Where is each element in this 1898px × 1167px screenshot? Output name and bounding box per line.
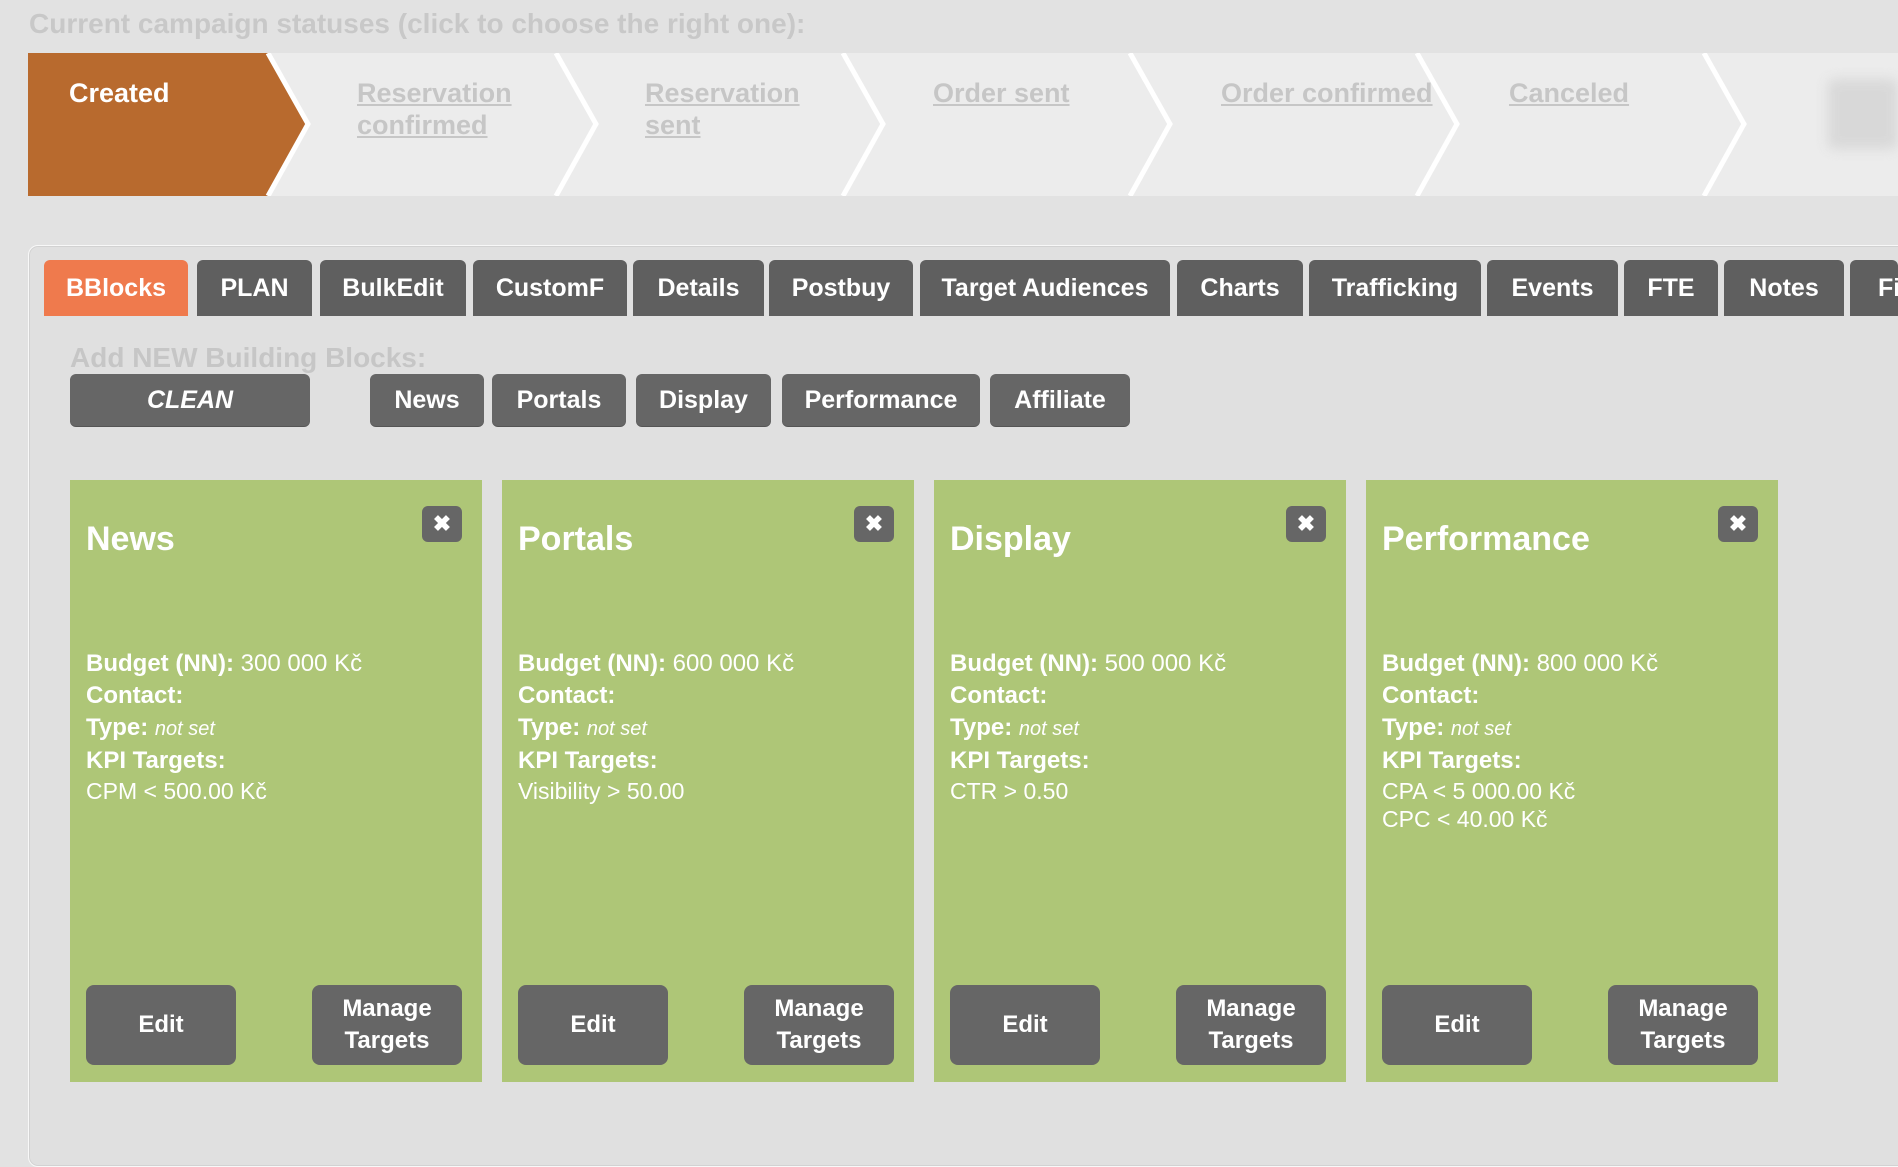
tab-bblocks[interactable]: BBlocks bbox=[44, 260, 188, 316]
tab-trafficking[interactable]: Trafficking bbox=[1309, 260, 1481, 316]
tab-charts[interactable]: Charts bbox=[1177, 260, 1303, 316]
status-order-sent[interactable]: Order sent bbox=[933, 78, 1070, 108]
edit-button[interactable]: Edit bbox=[518, 985, 668, 1065]
card-title: News bbox=[86, 520, 175, 558]
close-icon[interactable]: ✖ bbox=[1718, 506, 1758, 542]
status-reservation-confirmed[interactable]: Reservation confirmed bbox=[357, 78, 512, 140]
close-icon[interactable]: ✖ bbox=[1286, 506, 1326, 542]
add-clean-button[interactable]: CLEAN bbox=[70, 374, 310, 426]
status-reservation-sent[interactable]: Reservation sent bbox=[645, 78, 800, 140]
kpi-target: CPM < 500.00 Kč bbox=[86, 778, 267, 804]
add-display-button[interactable]: Display bbox=[636, 374, 771, 426]
add-news-button[interactable]: News bbox=[370, 374, 484, 426]
tab-events[interactable]: Events bbox=[1487, 260, 1618, 316]
card-title: Display bbox=[950, 520, 1071, 558]
card-info: Budget (NN): 600 000 Kč Contact: Type: n… bbox=[518, 650, 795, 804]
status-canceled[interactable]: Canceled bbox=[1509, 78, 1630, 108]
tab-plan[interactable]: PLAN bbox=[197, 260, 312, 316]
status-created-shape[interactable] bbox=[28, 53, 308, 196]
card-title: Portals bbox=[518, 520, 634, 558]
tab-customf[interactable]: CustomF bbox=[473, 260, 627, 316]
status-order-confirmed[interactable]: Order confirmed bbox=[1221, 78, 1433, 108]
tab-fte[interactable]: FTE bbox=[1624, 260, 1718, 316]
tab-postbuy[interactable]: Postbuy bbox=[769, 260, 913, 316]
add-building-blocks-label: Add NEW Building Blocks: bbox=[70, 342, 427, 373]
kpi-target: CPC < 40.00 Kč bbox=[1382, 806, 1548, 832]
tab-details[interactable]: Details bbox=[633, 260, 764, 316]
status-created[interactable]: Created bbox=[69, 78, 170, 108]
kpi-target: Visibility > 50.00 bbox=[518, 778, 685, 804]
bblock-card-display: Display ✖ Budget (NN): 500 000 Kč Contac… bbox=[934, 480, 1346, 1082]
card-info: Budget (NN): 300 000 Kč Contact: Type: n… bbox=[86, 650, 363, 804]
tab-notes[interactable]: Notes bbox=[1724, 260, 1844, 316]
tab-target-audiences[interactable]: Target Audiences bbox=[920, 260, 1170, 316]
tab-bulkedit[interactable]: BulkEdit bbox=[320, 260, 466, 316]
add-affiliate-button[interactable]: Affiliate bbox=[990, 374, 1130, 426]
edit-button[interactable]: Edit bbox=[950, 985, 1100, 1065]
blurred-status bbox=[1828, 79, 1898, 149]
pipeline-chevrons bbox=[28, 53, 1747, 196]
card-info: Budget (NN): 800 000 Kč Contact: Type: n… bbox=[1382, 650, 1659, 832]
card-title: Performance bbox=[1382, 520, 1590, 558]
close-icon[interactable]: ✖ bbox=[854, 506, 894, 542]
edit-button[interactable]: Edit bbox=[1382, 985, 1532, 1065]
bblock-card-portals: Portals ✖ Budget (NN): 600 000 Kč Contac… bbox=[502, 480, 914, 1082]
kpi-target: CPA < 5 000.00 Kč bbox=[1382, 778, 1576, 804]
bblock-card-performance: Performance ✖ Budget (NN): 800 000 Kč Co… bbox=[1366, 480, 1778, 1082]
bblock-card-news: News ✖ Budget (NN): 300 000 Kč Contact: … bbox=[70, 480, 482, 1082]
tab-fil[interactable]: Fil bbox=[1850, 260, 1898, 316]
status-pipeline: Created Reservation confirmed Reservatio… bbox=[28, 53, 1898, 196]
kpi-target: CTR > 0.50 bbox=[950, 778, 1069, 804]
add-portals-button[interactable]: Portals bbox=[492, 374, 626, 426]
card-info: Budget (NN): 500 000 Kč Contact: Type: n… bbox=[950, 650, 1227, 804]
close-icon[interactable]: ✖ bbox=[422, 506, 462, 542]
edit-button[interactable]: Edit bbox=[86, 985, 236, 1065]
campaign-status-header: Current campaign statuses (click to choo… bbox=[29, 8, 806, 39]
add-performance-button[interactable]: Performance bbox=[782, 374, 980, 426]
